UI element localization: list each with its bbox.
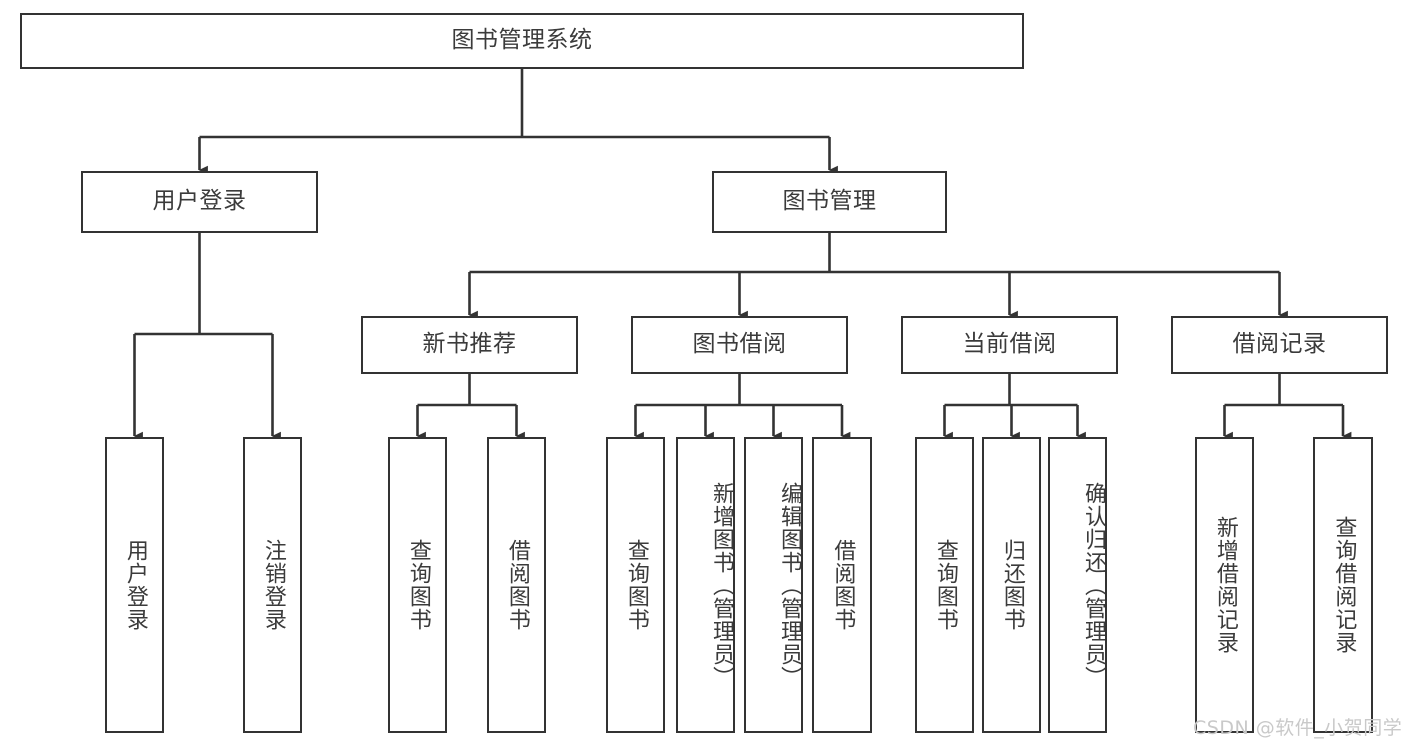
node-label: 借阅图书 [504,539,530,631]
node-leaf-query-record[interactable]: 查询借阅记录 [1313,437,1373,733]
node-user-login[interactable]: 用户登录 [81,171,318,233]
node-label: 编辑图书（管理员） [777,481,802,689]
node-leaf-edit-book[interactable]: 编辑图书（管理员） [744,437,803,733]
node-label: 图书管理 [782,188,877,215]
node-label: 借阅记录 [1232,331,1327,358]
node-leaf-add-record[interactable]: 新增借阅记录 [1195,437,1254,733]
node-label: 用户登录 [152,188,247,215]
node-label: 查询图书 [405,539,431,631]
node-label: 查询图书 [623,539,649,631]
node-label: 确认归还（管理员） [1081,481,1106,689]
node-label: 新增借阅记录 [1212,516,1238,654]
node-label: 用户登录 [122,539,148,631]
node-leaf-logout[interactable]: 注销登录 [243,437,302,733]
node-root[interactable]: 图书管理系统 [20,13,1024,69]
node-leaf-query-book-1[interactable]: 查询图书 [388,437,447,733]
node-label: 查询借阅记录 [1331,516,1357,654]
node-label: 注销登录 [260,539,286,631]
node-current-borrow[interactable]: 当前借阅 [901,316,1118,374]
node-label: 归还图书 [999,539,1025,631]
node-leaf-add-book[interactable]: 新增图书（管理员） [676,437,735,733]
node-book-manage[interactable]: 图书管理 [712,171,947,233]
node-leaf-query-book-2[interactable]: 查询图书 [606,437,665,733]
node-leaf-return-book[interactable]: 归还图书 [982,437,1041,733]
node-label: 新增图书（管理员） [709,481,734,689]
node-label: 借阅图书 [830,539,856,631]
node-label: 图书管理系统 [451,27,593,54]
node-new-book-rec[interactable]: 新书推荐 [361,316,578,374]
node-leaf-query-book-3[interactable]: 查询图书 [915,437,974,733]
node-label: 图书借阅 [692,331,787,358]
node-leaf-borrow-book-1[interactable]: 借阅图书 [487,437,546,733]
node-label: 查询图书 [932,539,958,631]
node-leaf-user-login[interactable]: 用户登录 [105,437,164,733]
node-leaf-confirm-return[interactable]: 确认归还（管理员） [1048,437,1107,733]
node-book-borrow[interactable]: 图书借阅 [631,316,848,374]
csdn-watermark: CSDN @软件_小贺同学 [1193,717,1403,739]
node-leaf-borrow-book-2[interactable]: 借阅图书 [812,437,872,733]
node-label: 当前借阅 [962,331,1057,358]
node-borrow-record[interactable]: 借阅记录 [1171,316,1388,374]
node-label: 新书推荐 [422,331,517,358]
